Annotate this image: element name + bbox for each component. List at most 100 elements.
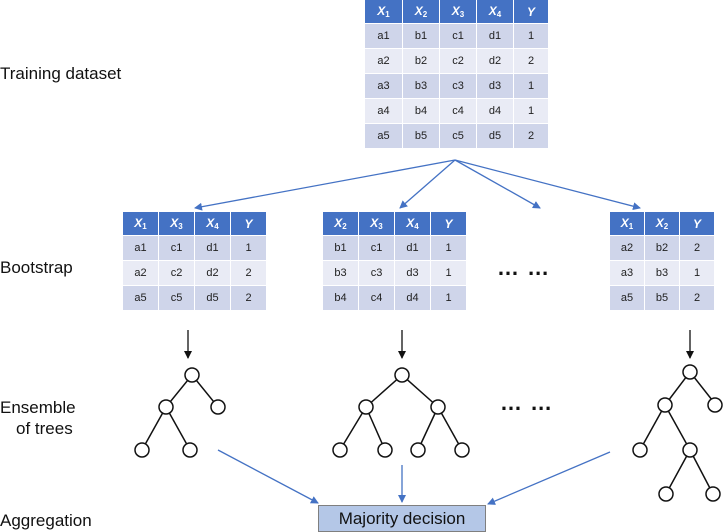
column-header: X1: [610, 212, 645, 236]
column-header: Y: [513, 0, 548, 24]
arrow-tree1-to-decision: [217, 449, 319, 504]
tree-node: [332, 442, 348, 458]
table-cell: c1: [358, 235, 395, 261]
tree-node: [182, 442, 198, 458]
table-cell: b2: [644, 235, 680, 261]
column-header: Y: [679, 212, 714, 236]
tree-node: [410, 442, 426, 458]
column-header-variable: X: [451, 4, 460, 18]
column-header-subscript: 2: [342, 222, 347, 231]
column-header-subscript: 4: [214, 222, 219, 231]
trees-ellipsis: … …: [500, 390, 554, 415]
column-header-subscript: 3: [178, 222, 183, 231]
tree-node: [134, 442, 150, 458]
table-cell: d4: [394, 285, 431, 310]
tree-node: [210, 399, 226, 415]
tree-node: [682, 364, 698, 380]
table-cell: c4: [439, 98, 477, 124]
table-cell: b3: [323, 260, 359, 286]
tree-node: [705, 486, 721, 502]
table-cell: 2: [230, 260, 266, 286]
column-header-variable: Y: [526, 4, 535, 19]
tree-node: [430, 399, 446, 415]
table-cell: c5: [158, 285, 195, 310]
column-header-variable: X: [170, 216, 179, 230]
table-cell: 1: [430, 260, 466, 286]
ensemble-label-line2: of trees: [16, 419, 73, 438]
tree-node: [377, 442, 393, 458]
column-header-variable: X: [488, 4, 497, 18]
table-cell: b4: [323, 285, 359, 310]
column-header: X2: [644, 212, 680, 236]
table-cell: d2: [476, 48, 514, 74]
table-cell: b1: [323, 235, 359, 261]
table-cell: d4: [476, 98, 514, 124]
table-cell: c1: [439, 23, 477, 49]
arrow-to-ellipsis: [454, 159, 541, 209]
arrow-to-bootstrap-3: [454, 159, 641, 211]
table-cell: d3: [476, 73, 514, 99]
table-cell: 2: [513, 123, 548, 148]
table-cell: c5: [439, 123, 477, 148]
tree-node: [658, 486, 674, 502]
table-cell: c2: [158, 260, 195, 286]
tree-node: [158, 399, 174, 415]
table-cell: 1: [513, 73, 548, 99]
table-cell: b2: [402, 48, 440, 74]
table-cell: a1: [365, 23, 403, 49]
column-header-variable: X: [620, 216, 629, 230]
table-cell: a2: [123, 260, 159, 286]
table-cell: a5: [365, 123, 403, 148]
column-header-subscript: 3: [459, 10, 465, 19]
column-header-subscript: 2: [663, 222, 669, 231]
column-header-subscript: 1: [142, 222, 147, 231]
column-header: X4: [194, 212, 231, 236]
table-cell: c4: [358, 285, 395, 310]
table-cell: b1: [402, 23, 440, 49]
table-cell: a3: [610, 260, 645, 286]
bootstrap-label: Bootstrap: [0, 258, 73, 277]
column-header: X2: [323, 212, 359, 236]
table-cell: c1: [158, 235, 195, 261]
decision-tree-2: [332, 367, 470, 458]
column-header: X1: [365, 0, 403, 24]
tree-node: [358, 399, 374, 415]
tree-node: [394, 367, 410, 383]
column-header-variable: X: [206, 216, 215, 230]
column-header-subscript: 2: [422, 10, 428, 19]
table-cell: a3: [365, 73, 403, 99]
table-cell: 2: [679, 235, 714, 261]
column-header-subscript: 3: [378, 222, 383, 231]
table-cell: d1: [194, 235, 231, 261]
decision-tree-3: [632, 364, 723, 502]
table-cell: b5: [644, 285, 680, 310]
tree-node: [184, 367, 200, 383]
table-cell: c3: [439, 73, 477, 99]
column-header-variable: X: [370, 216, 379, 230]
table-cell: a4: [365, 98, 403, 124]
column-header-variable: Y: [244, 216, 253, 231]
majority-decision-box: Majority decision: [318, 505, 486, 532]
tree-node: [682, 442, 698, 458]
column-header: X3: [439, 0, 477, 24]
column-header-subscript: 1: [385, 10, 390, 19]
table-cell: 2: [230, 285, 266, 310]
table-cell: d1: [476, 23, 514, 49]
table-cell: 1: [430, 235, 466, 261]
table-cell: d5: [476, 123, 514, 148]
table-cell: a1: [123, 235, 159, 261]
table-cell: b3: [644, 260, 680, 286]
